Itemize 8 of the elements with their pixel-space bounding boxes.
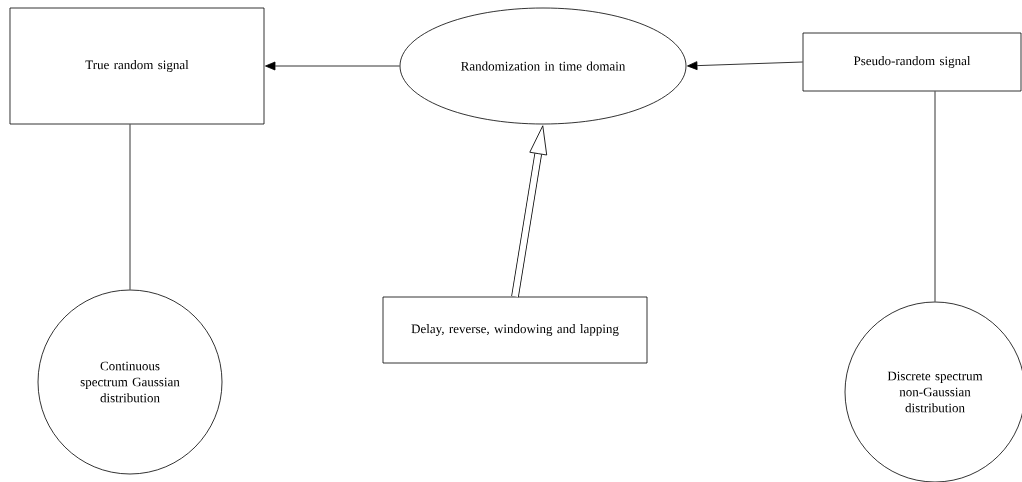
process-box: True random signal <box>9 7 265 125</box>
arrow <box>687 61 803 71</box>
hollow-arrow <box>511 125 548 298</box>
connector-line <box>129 124 131 290</box>
process-box: Delay, reverse, windowing and lapping <box>382 296 648 364</box>
connector-line <box>934 91 936 302</box>
arrow <box>265 61 400 71</box>
process-box: Pseudo-random signal <box>802 32 1022 92</box>
